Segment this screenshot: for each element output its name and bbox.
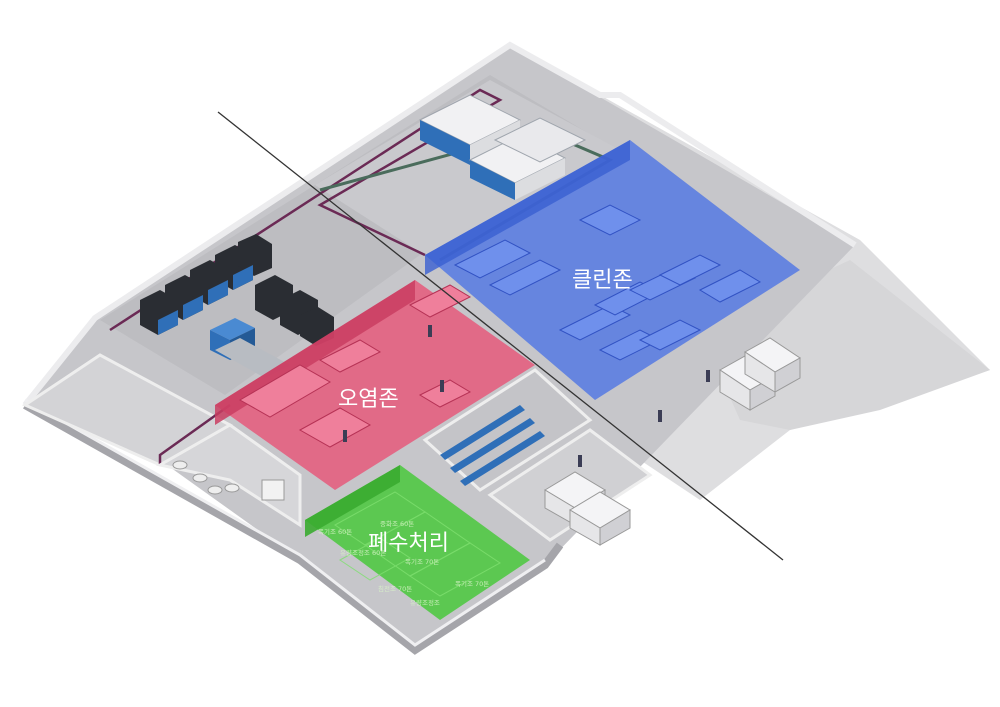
wastewater-tank-grid (334, 491, 501, 597)
pipe-line-purple (109, 88, 503, 332)
wastewater-tank-label: 폭기조 70톤 (455, 579, 489, 588)
wastewater-tank-label: 폭기조 70톤 (405, 557, 439, 566)
worker-figures (343, 325, 710, 467)
clean-zone-back-wall (425, 140, 630, 275)
wastewater-tank-label: 침전조 70톤 (378, 584, 412, 593)
section-cut-line (217, 111, 784, 561)
drum-units (172, 460, 285, 501)
outer-wall-top (22, 41, 857, 407)
clean-zone-equipment (453, 204, 762, 361)
contaminated-zone-equipment (238, 284, 472, 448)
dark-machine-row (140, 234, 334, 346)
outer-wall-left (23, 401, 564, 655)
blue-mixer-units (210, 318, 290, 378)
van (744, 337, 801, 393)
wastewater-tank-label: 유량조정조 60톤 (340, 548, 386, 557)
wastewater-zone-label: 폐수처리 (368, 530, 449, 555)
wastewater-tank-label: 폭기조 60톤 (318, 527, 352, 536)
blue-rack-rows (440, 405, 545, 486)
wastewater-tank-label: 유량조정조 (410, 598, 440, 607)
pipe-line-vertical (158, 403, 231, 465)
contaminated-zone-area (215, 280, 535, 490)
wastewater-zone-back-wall (305, 465, 400, 537)
wastewater-tank-label: 중화조 60톤 (380, 520, 414, 528)
contaminated-zone-label: 오염존 (338, 386, 399, 411)
clean-zone-label: 클린존 (572, 267, 633, 292)
upper-production-machines (418, 94, 587, 200)
delivery-vans (544, 337, 801, 546)
van (569, 491, 631, 546)
outer-wall-left-top (24, 398, 546, 647)
